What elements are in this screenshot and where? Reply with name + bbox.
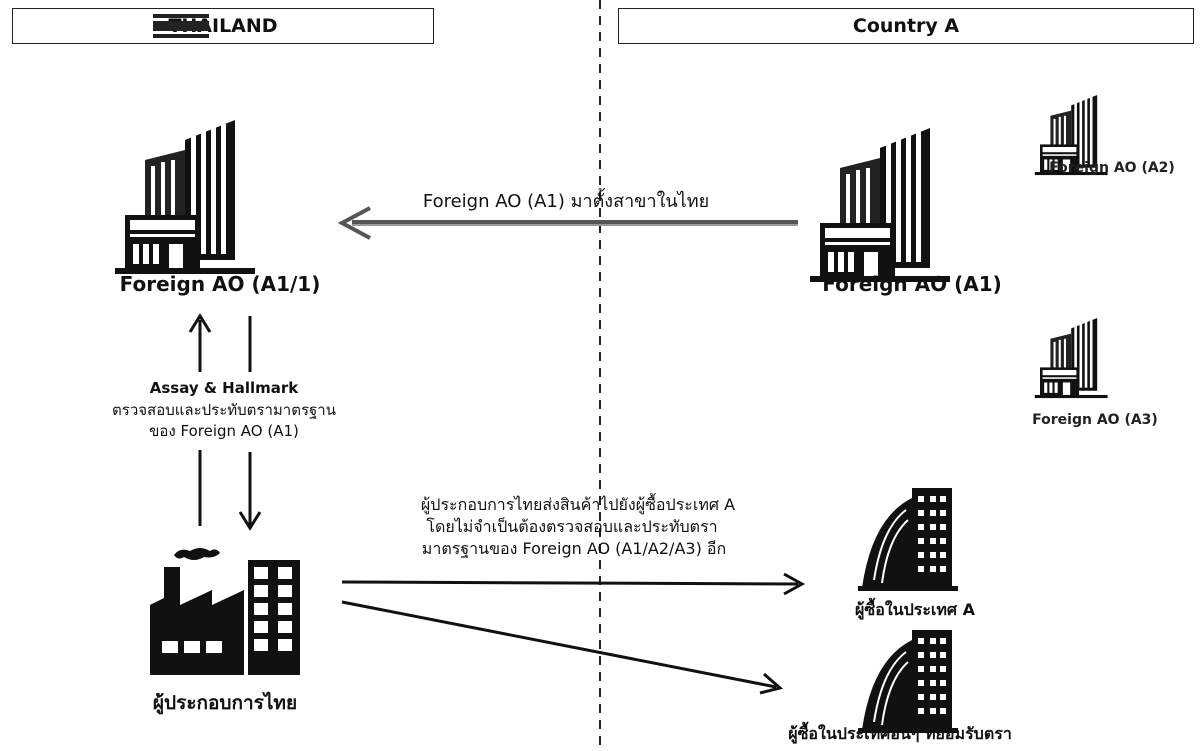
foreign-ao-a1-1-label: Foreign AO (A1/1) bbox=[119, 272, 321, 296]
thailand-header-label: THAILAND bbox=[168, 15, 278, 37]
assay-line-1: ตรวจสอบและประทับตรามาตรฐาน bbox=[112, 401, 336, 419]
foreign-ao-a1-building-icon bbox=[810, 128, 950, 282]
foreign-ao-a1-1-building-icon bbox=[115, 120, 255, 274]
assay-line-2: ของ Foreign AO (A1) bbox=[149, 422, 299, 440]
export-other-countries-arrow bbox=[341, 600, 784, 695]
export-line-1: ผู้ประกอบการไทยส่งสินค้าไปยังผู้ซื้อประเ… bbox=[420, 495, 736, 514]
assay-title: Assay & Hallmark bbox=[149, 379, 299, 397]
branch-arrow bbox=[337, 206, 798, 240]
foreign-ao-a3-building-icon bbox=[1034, 318, 1108, 399]
country-a-header-label: Country A bbox=[852, 15, 960, 37]
branch-label: Foreign AO (A1) มาตั้งสาขาในไทย bbox=[422, 191, 710, 212]
buyer-other-countries-label: ผู้ซื้อในประเทศอื่นๆ ที่ยอมรับตรา bbox=[788, 724, 1012, 743]
thailand-flag-icon bbox=[153, 14, 209, 38]
export-line-3: มาตรฐานของ Foreign AO (A1/A2/A3) อีก bbox=[421, 539, 727, 558]
thai-operator-label: ผู้ประกอบการไทย bbox=[152, 692, 298, 714]
foreign-ao-a2-label: Foreign AO (A2) bbox=[1049, 160, 1175, 176]
export-country-a-arrow bbox=[341, 572, 806, 596]
assay-up-arrow bbox=[188, 313, 212, 526]
foreign-ao-a1-label: Foreign AO (A1) bbox=[822, 272, 1002, 296]
buyer-country-a-label: ผู้ซื้อในประเทศ A bbox=[854, 600, 976, 619]
factory-icon bbox=[150, 548, 300, 675]
foreign-ao-a3-label: Foreign AO (A3) bbox=[1032, 412, 1158, 428]
export-line-2: โดยไม่จำเป็นต้องตรวจสอบและประทับตรา bbox=[426, 517, 718, 536]
country-a-header: Country A bbox=[618, 8, 1194, 44]
buyer-country-a-building-icon bbox=[857, 487, 959, 592]
buyer-other-building-icon bbox=[857, 629, 959, 734]
assay-down-arrow bbox=[238, 316, 262, 531]
thailand-header: THAILAND bbox=[12, 8, 434, 44]
